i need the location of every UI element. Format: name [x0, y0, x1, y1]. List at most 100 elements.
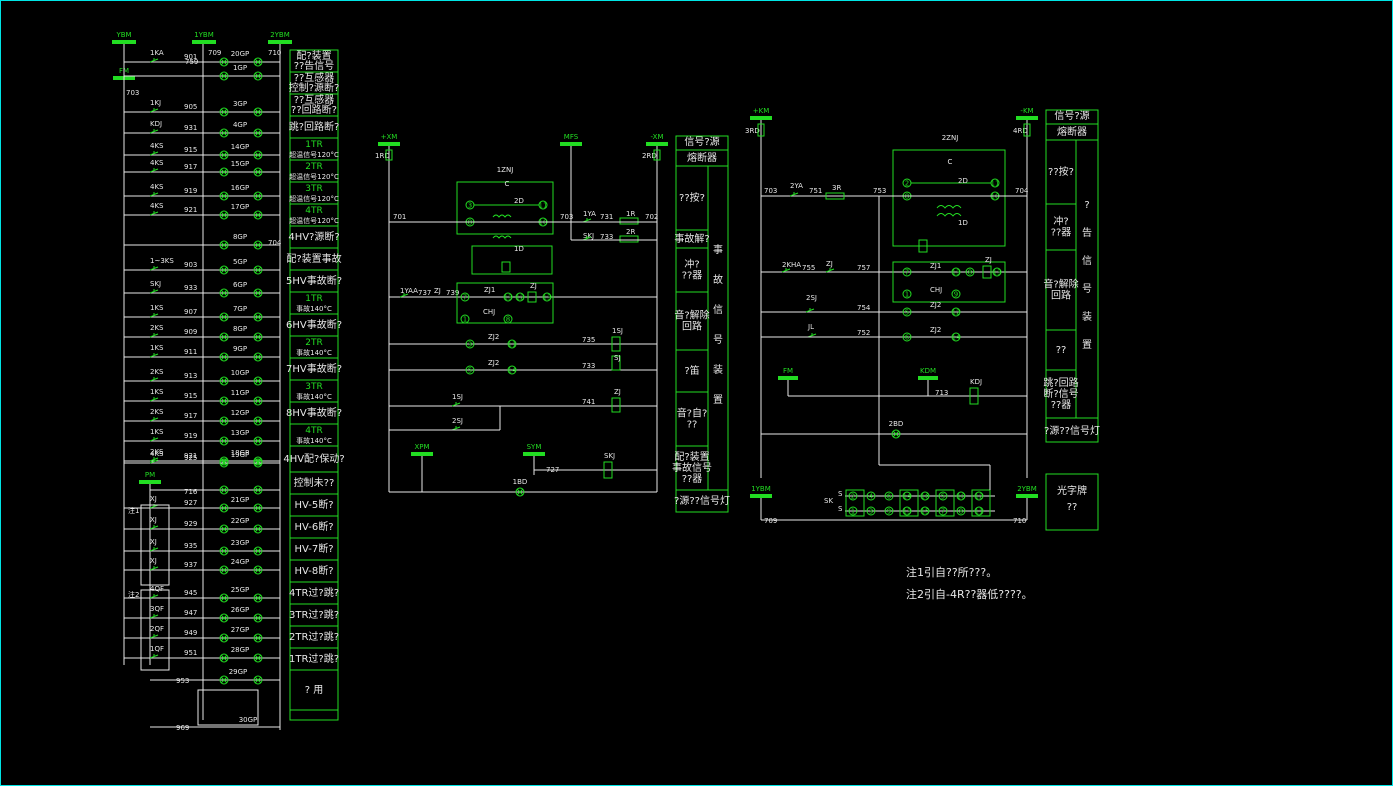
top-wire-num: 917 [184, 163, 197, 171]
sk-switch-box [845, 489, 865, 517]
mid-lamp-label: 8GP [233, 325, 247, 333]
top-lamp-icon [253, 107, 263, 117]
right-table-head: 熔断器 [1057, 125, 1087, 138]
top-lamp-label: 3GP [233, 100, 247, 108]
top-device-label: 4KS [150, 159, 164, 167]
terminal-node [902, 307, 912, 317]
left-table-cell: 事故140°C [296, 304, 332, 313]
chj-r-label: CHJ [930, 286, 942, 294]
1ybm-r-bus-label: 1YBM [751, 485, 771, 493]
top-device-label: 4KS [150, 202, 164, 210]
top-lamp-icon [253, 210, 263, 220]
sk-terminal-num: 15 [921, 508, 930, 516]
right-table-vertical: 号 [1082, 283, 1092, 295]
1sj-coil [611, 336, 621, 352]
sk-terminal [920, 506, 930, 516]
mid-lamp-icon [219, 436, 229, 446]
num-739: 739 [446, 289, 459, 297]
lamp-icon [219, 485, 229, 495]
right-legend-table [1045, 109, 1099, 443]
zj1r-label: ZJ1 [930, 262, 941, 270]
lamp-cross [220, 676, 228, 684]
mid-lamp-label: 13GP [231, 429, 250, 437]
mid-wire-num: 925 [184, 454, 197, 462]
bot-wire-num: 927 [184, 499, 197, 507]
bot-lamp-icon [253, 613, 263, 623]
mid-lamp-icon [253, 416, 263, 426]
bot-lamp-icon [219, 546, 229, 556]
bot-lamp-icon-cross [254, 634, 262, 642]
mid-wire-num: 915 [184, 392, 197, 400]
terminal-num: 6 [905, 334, 910, 342]
bot-lamp-icon [253, 593, 263, 603]
left-table-cell: 6HV事故断? [286, 318, 342, 331]
mid-lamp-label: 6GP [233, 281, 247, 289]
top-lamp-label: 20GP [231, 50, 250, 58]
top-lamp-icon-cross [220, 211, 228, 219]
2bd-lamp-icon [891, 429, 901, 439]
bot-lamp-icon-cross [220, 654, 228, 662]
num-755: 755 [802, 264, 815, 272]
mid-lamp-icon [219, 376, 229, 386]
mid-lamp-label: 18GP [231, 449, 250, 457]
lamp-icon [253, 485, 263, 495]
bot-lamp-label: 26GP [231, 606, 250, 614]
top-lamp-icon-cross [220, 108, 228, 116]
terminal-num: 12 [952, 309, 961, 317]
mid-lamp-icon-cross [220, 266, 228, 274]
terminal-num: 7 [463, 294, 467, 302]
mid-device-label: 1KS [150, 388, 164, 396]
left-table-cell: ??告信号 [294, 59, 335, 72]
sk-terminal [920, 491, 930, 501]
kdj-coil [969, 387, 979, 405]
top-lamp-icon-cross [220, 192, 228, 200]
terminal-node [965, 267, 975, 277]
lamp-cross [254, 486, 262, 494]
skj-coil [603, 461, 613, 479]
lamp-icon [219, 675, 229, 685]
left-table-cell: 4TR [305, 206, 322, 216]
terminal-node [503, 292, 513, 302]
bot-lamp-label: 27GP [231, 626, 250, 634]
middle-table-vertical: 信 [713, 304, 723, 316]
left-table-cell: 事故140°C [296, 348, 332, 357]
mid-lamp-icon-cross [220, 417, 228, 425]
sk-terminal [866, 506, 876, 516]
terminal-num: 9 [954, 291, 958, 299]
mid-lamp-icon [219, 240, 229, 250]
num-737: 737 [418, 289, 431, 297]
left-table-cell: 超温信号120°C [289, 150, 339, 159]
middle-table-foot: ?源??信号灯 [674, 494, 730, 507]
mid-lamp-icon [253, 240, 263, 250]
terminal-num: 1 [463, 316, 467, 324]
terminal-num: 2 [905, 180, 909, 188]
top-lamp-icon-cross [254, 58, 262, 66]
middle-table-cell: 事故信号 [672, 461, 712, 474]
num-709: 709 [208, 49, 221, 57]
top-lamp-label: 4GP [233, 121, 247, 129]
mid-lamp-icon-cross [254, 313, 262, 321]
light-panel-box [1045, 473, 1099, 531]
terminal-node [507, 339, 517, 349]
terminal-num: 8 [968, 269, 972, 277]
sk-switch-box [935, 489, 955, 517]
2znj-box [892, 149, 1006, 247]
sk-terminal [866, 491, 876, 501]
sym-bus-label: SYM [527, 443, 542, 451]
mid-lamp-icon-cross [254, 437, 262, 445]
num-741: 741 [582, 398, 595, 406]
num-733b: 733 [582, 362, 595, 370]
plus-xm-bus-label: +XM [381, 133, 398, 141]
mid-lamp-icon-cross [220, 313, 228, 321]
bot-lamp-icon [253, 524, 263, 534]
sk-terminal [938, 491, 948, 501]
sk-terminal-num: 11 [975, 508, 984, 516]
terminal-num: 3 [468, 341, 472, 349]
mid-lamp-icon [219, 288, 229, 298]
top-wire-num: 905 [184, 103, 197, 111]
mid-lamp-icon [253, 352, 263, 362]
zj-coil-label: ZJ [530, 282, 537, 290]
top-lamp-icon-cross [254, 211, 262, 219]
terminal-num: 3 [468, 202, 472, 210]
left-table-cell: 1TR [305, 140, 322, 150]
